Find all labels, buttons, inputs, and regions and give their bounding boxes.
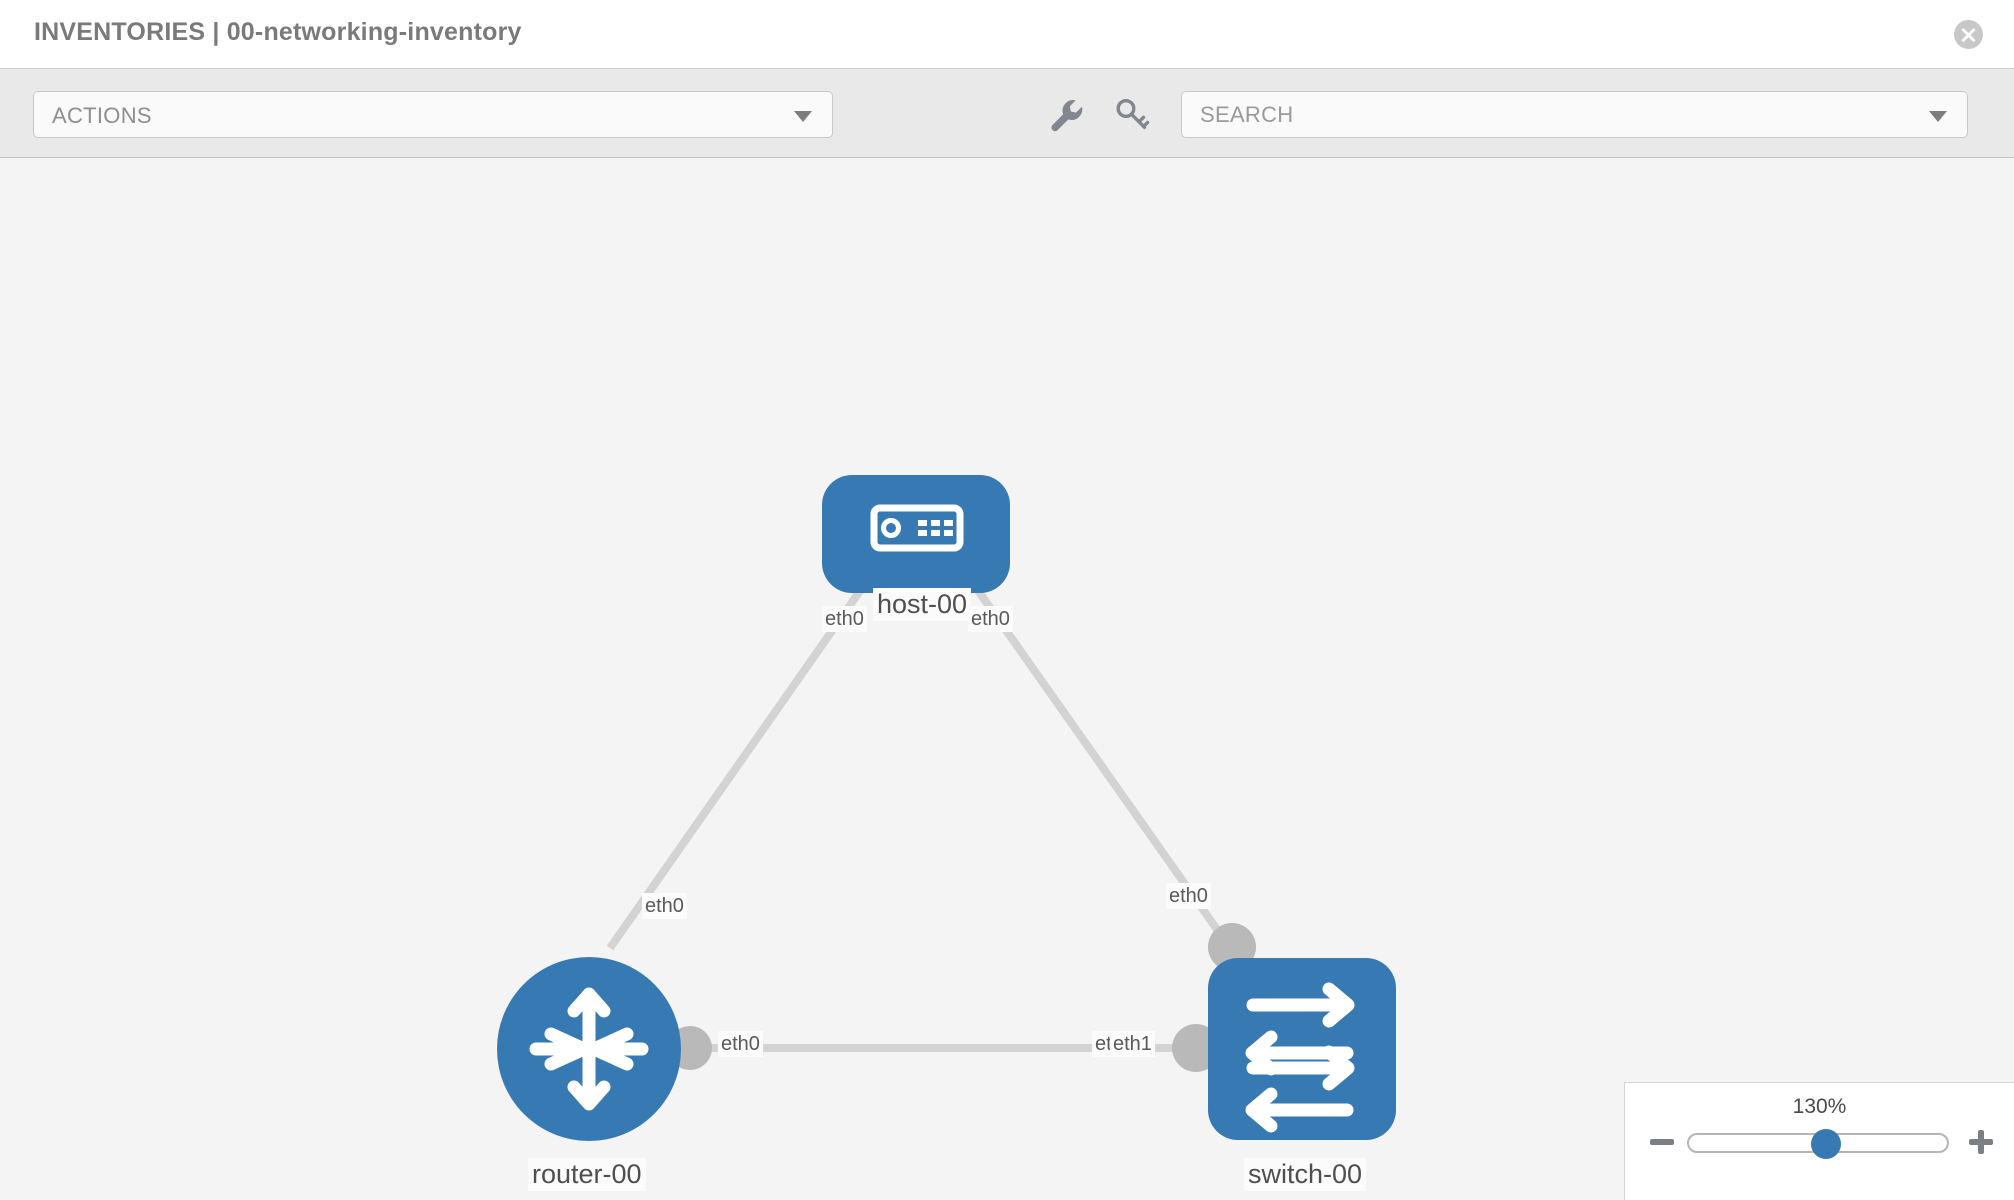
edge-label: eth0 <box>968 606 1013 632</box>
key-icon[interactable] <box>1112 95 1152 135</box>
minus-icon[interactable] <box>1647 1127 1677 1157</box>
search-input[interactable] <box>1198 92 1898 137</box>
zoom-percent-label: 130% <box>1792 1095 1847 1118</box>
search-field[interactable] <box>1181 91 1968 138</box>
wrench-icon[interactable] <box>1046 95 1086 135</box>
node-label-router: router-00 <box>528 1158 646 1191</box>
node-label-switch: switch-00 <box>1244 1158 1367 1191</box>
plus-icon[interactable] <box>1966 1127 1996 1157</box>
topology-canvas[interactable]: host-00 router-00 switch-00 eth0 eth0 et… <box>0 158 2014 1200</box>
page-title: INVENTORIES | 00-networking-inventory <box>34 18 522 46</box>
switch-arrows-icon <box>1245 982 1355 1133</box>
zoom-slider-thumb[interactable] <box>1811 1129 1841 1159</box>
server-appliance-icon <box>870 504 964 552</box>
node-router-00[interactable] <box>497 957 681 1141</box>
zoom-control-panel: 130% <box>1624 1082 2014 1200</box>
node-switch-00[interactable] <box>1208 958 1396 1140</box>
edge-label: eth0 <box>822 606 867 632</box>
chevron-down-icon[interactable] <box>1929 111 1947 122</box>
actions-dropdown[interactable]: ACTIONS <box>33 91 833 138</box>
topology-graph <box>497 475 1396 1141</box>
actions-dropdown-label: ACTIONS <box>52 103 152 128</box>
chevron-down-icon <box>794 111 812 122</box>
page-header: INVENTORIES | 00-networking-inventory <box>0 0 2014 69</box>
edge-label: eth0 <box>718 1031 763 1057</box>
router-arrows-icon <box>529 987 649 1111</box>
edge-label: eth0 <box>642 893 687 919</box>
node-host-00[interactable] <box>822 475 1010 593</box>
topology-edges <box>606 545 1255 1052</box>
edge-label: eth1 <box>1110 1031 1155 1057</box>
edge-label: eth0 <box>1166 883 1211 909</box>
toolbar: ACTIONS <box>0 69 2014 158</box>
zoom-slider-track[interactable] <box>1687 1129 1949 1159</box>
node-label-host: host-00 <box>873 588 972 621</box>
close-icon[interactable] <box>1954 20 1983 49</box>
topology-connectors <box>668 556 1256 1072</box>
